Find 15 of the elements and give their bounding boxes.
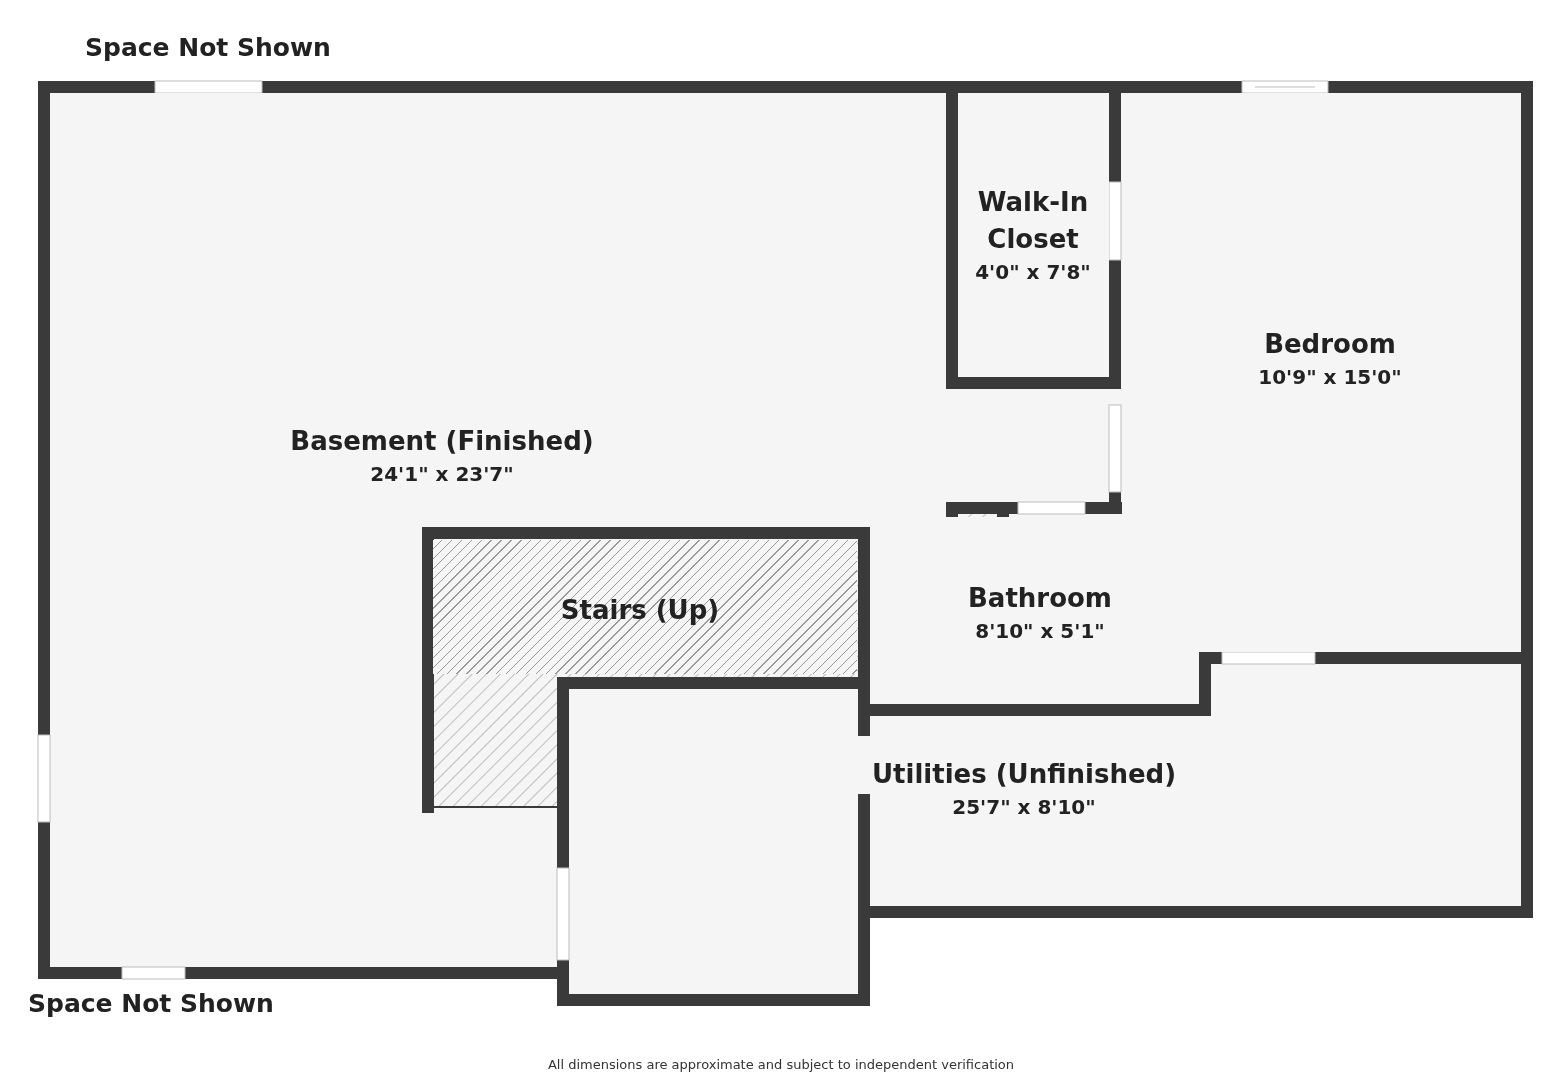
room-name: Utilities (Unfinished): [871, 757, 1177, 791]
room-name: Bathroom: [968, 581, 1112, 615]
room-name: Stairs (Up): [560, 593, 720, 627]
room-name: Walk-In Closet: [976, 186, 1090, 256]
room-dimensions: 24'1" x 23'7": [369, 460, 515, 488]
room-dimensions: 10'9" x 15'0": [1258, 363, 1402, 391]
room-name: Bedroom: [1263, 327, 1397, 361]
area-note: Space Not Shown: [85, 33, 331, 62]
room-dimensions: 8'10" x 5'1": [974, 617, 1106, 645]
room-name: Basement (Finished): [290, 424, 594, 458]
room-dimensions: 25'7" x 8'10": [951, 793, 1097, 821]
area-note: Space Not Shown: [28, 989, 274, 1018]
room-floor: [433, 540, 857, 674]
disclaimer-caption: All dimensions are approximate and subject to independent verification: [546, 1057, 1016, 1072]
room-dimensions: 4'0" x 7'8": [974, 259, 1092, 286]
